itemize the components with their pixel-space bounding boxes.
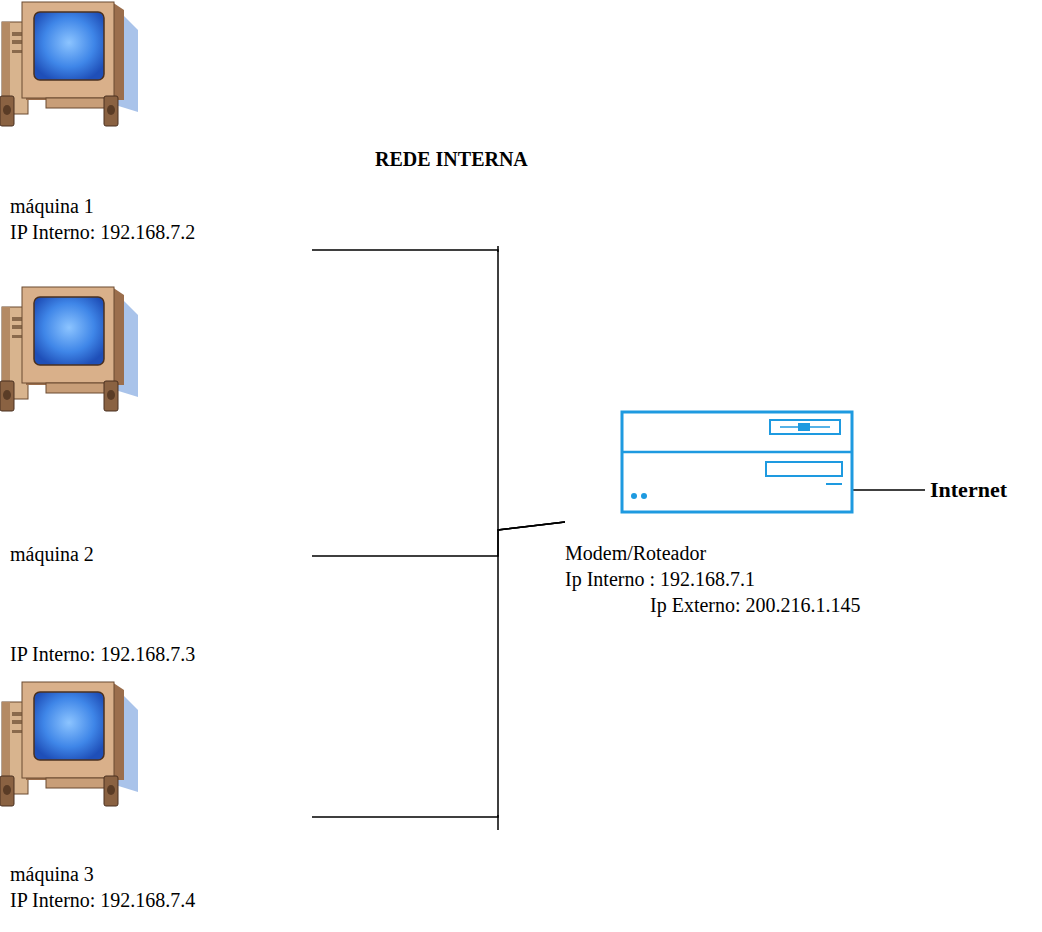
network-cable xyxy=(312,250,565,530)
network-cable xyxy=(312,522,565,817)
node-name: máquina 1 xyxy=(10,195,94,218)
computer-node: máquina 1 IP Interno: 192.168.7.2 xyxy=(0,0,198,246)
computer-icon xyxy=(0,285,140,419)
router-icon xyxy=(620,410,854,518)
internet-label: Internet xyxy=(930,478,1007,501)
internet-line xyxy=(850,489,925,491)
computer-icon xyxy=(0,680,140,814)
computer-node: máquina 3 IP Interno: 192.168.7.4 xyxy=(0,680,198,914)
node-name: máquina 2 xyxy=(10,543,94,566)
ip-address: IP Interno: 192.168.7.2 xyxy=(10,221,195,244)
ip-address: Ip Externo: 200.216.1.145 xyxy=(650,594,861,617)
ip-address: IP Interno: 192.168.7.4 xyxy=(10,889,195,912)
node-name: Modem/Roteador xyxy=(565,542,706,565)
ip-address: IP Interno: 192.168.7.3 xyxy=(10,643,195,666)
network-title: REDE INTERNA xyxy=(375,148,528,171)
computer-node: máquina 2 IP Interno: 192.168.7.3 xyxy=(0,285,198,668)
ip-address: Ip Interno : 192.168.7.1 xyxy=(565,568,755,591)
router-node: Modem/Roteador Ip Interno : 192.168.7.1Ip… xyxy=(565,410,863,619)
node-name: máquina 3 xyxy=(10,863,94,886)
computer-icon xyxy=(0,0,140,134)
